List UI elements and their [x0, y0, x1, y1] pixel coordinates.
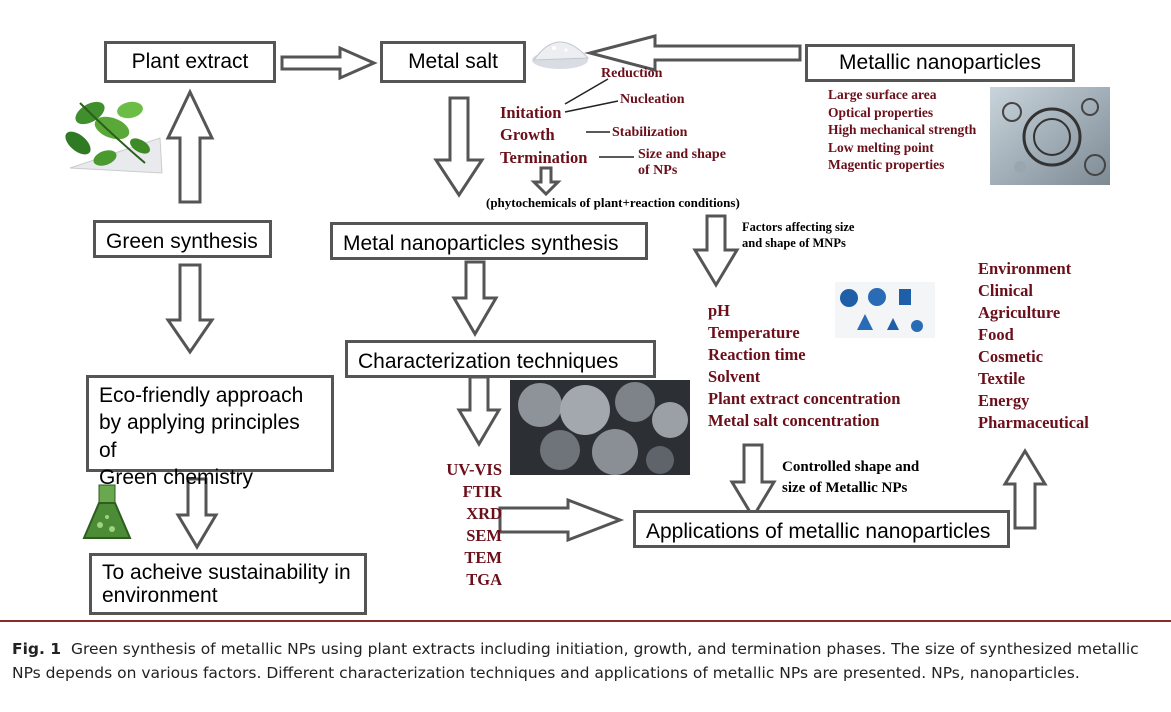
- nucleation-label: Nucleation: [620, 92, 685, 107]
- controlled-shape-label: Controlled shape and size of Metallic NP…: [782, 457, 919, 499]
- techniques-list: UV-VIS FTIR XRD SEM TEM TGA: [432, 459, 502, 591]
- plant-extract-box: Plant extract: [104, 41, 276, 83]
- figure-caption: Fig. 1 Green synthesis of metallic NPs u…: [12, 637, 1162, 685]
- eco-line-3: Green chemistry: [99, 465, 254, 489]
- metal-salt-box: Metal salt: [380, 41, 526, 83]
- growth-label: Growth: [500, 125, 555, 144]
- technique-item: TEM: [464, 548, 502, 567]
- arrow-np-to-salt: [584, 34, 802, 72]
- arrow-synth-down: [451, 260, 499, 337]
- characterization-box: Characterization techniques: [345, 340, 656, 378]
- phytochemicals-label: (phytochemicals of plant+reaction condit…: [486, 195, 740, 210]
- sustainability-box: To acheive sustainability in environment: [89, 553, 367, 615]
- factors-title-line: and shape of MNPs: [742, 236, 846, 250]
- caption-rule: [0, 620, 1171, 622]
- factor-item: Plant extract concentration: [708, 389, 901, 408]
- leaf-icon: [65, 101, 163, 174]
- applications-box: Applications of metallic nanoparticles: [633, 510, 1010, 548]
- caption-line-1: Fig. 1 Green synthesis of metallic NPs u…: [12, 637, 1162, 661]
- stabilization-label: Stabilization: [612, 125, 688, 140]
- factor-item: Temperature: [708, 323, 800, 342]
- application-item: Cosmetic: [978, 347, 1044, 366]
- mechanism-lines: [564, 78, 634, 158]
- application-item: Agriculture: [978, 303, 1061, 322]
- controlled-line: Controlled shape and: [782, 459, 920, 475]
- termination-label: Termination: [500, 148, 588, 167]
- size-shape-label: Size and shape: [638, 147, 726, 162]
- salt-pile-icon: [532, 41, 590, 69]
- arrow-factors-to-app: [729, 443, 777, 520]
- arrow-green-down: [165, 263, 215, 355]
- metallic-nanoparticles-box: Metallic nanoparticles: [805, 44, 1075, 82]
- technique-item: FTIR: [462, 482, 502, 501]
- nanoparticle-shapes-image: [835, 282, 935, 338]
- of-nps-label: of NPs: [638, 163, 678, 178]
- factor-item: Solvent: [708, 367, 761, 386]
- arrow-factors-down: [692, 214, 740, 288]
- technique-item: XRD: [466, 504, 502, 523]
- reduction-label: Reduction: [601, 66, 663, 81]
- fullerene-image: [990, 87, 1110, 185]
- technique-item: TGA: [466, 570, 502, 589]
- factors-title: Factors affecting size and shape of MNPs: [742, 219, 854, 251]
- factor-item: Metal salt concentration: [708, 411, 880, 430]
- caption-text-1: Green synthesis of metallic NPs using pl…: [70, 640, 1139, 658]
- application-item: Textile: [978, 369, 1026, 388]
- eco-friendly-box: Eco-friendly approach by applying princi…: [86, 375, 334, 489]
- application-item: Food: [978, 325, 1014, 344]
- application-item: Environment: [978, 259, 1072, 278]
- technique-item: UV-VIS: [446, 460, 502, 479]
- arrow-char-down: [456, 375, 502, 447]
- arrow-termination-down: [530, 166, 562, 197]
- eco-line-2: by applying principles of: [99, 411, 300, 462]
- factors-title-line: Factors affecting size: [742, 220, 855, 234]
- factors-list: pH Temperature Reaction time Solvent Pla…: [708, 300, 900, 432]
- application-item: Clinical: [978, 281, 1034, 300]
- factor-item: pH: [708, 301, 731, 320]
- sem-micrograph-image: [510, 380, 690, 475]
- arrow-tech-to-app: [498, 497, 625, 543]
- metal-np-synthesis-box: Metal nanoparticles synthesis: [330, 222, 648, 260]
- sustain-line-2: environment: [102, 584, 218, 608]
- arrow-eco-down: [175, 477, 219, 550]
- green-flask-icon: [82, 484, 132, 539]
- applications-list: Environment Clinical Agriculture Food Co…: [978, 258, 1089, 434]
- property-item: High mechanical strength: [828, 122, 977, 137]
- eco-line-1: Eco-friendly approach: [99, 384, 304, 407]
- property-item: Optical properties: [828, 104, 934, 120]
- factor-item: Reaction time: [708, 345, 806, 364]
- application-item: Energy: [978, 391, 1030, 410]
- arrow-green-to-plant: [165, 88, 215, 204]
- arrow-plant-to-salt: [280, 45, 378, 81]
- property-item: Large surface area: [828, 87, 937, 102]
- property-item: Low melting point: [828, 139, 934, 155]
- arrow-salt-down: [433, 96, 485, 198]
- green-synthesis-box: Green synthesis: [93, 220, 272, 258]
- initiation-label: Initation: [500, 103, 562, 122]
- application-item: Pharmaceutical: [978, 413, 1089, 432]
- controlled-line: size of Metallic NPs: [782, 480, 908, 496]
- property-item: Magentic properties: [828, 157, 945, 172]
- figure-label: Fig. 1: [12, 640, 62, 658]
- caption-line-2: NPs depends on various factors. Differen…: [12, 664, 1080, 683]
- sustain-line-1: To acheive sustainability in: [102, 561, 351, 584]
- properties-list: Large surface area Optical properties Hi…: [828, 86, 976, 174]
- technique-item: SEM: [466, 526, 502, 545]
- arrow-app-to-list: [1002, 448, 1048, 530]
